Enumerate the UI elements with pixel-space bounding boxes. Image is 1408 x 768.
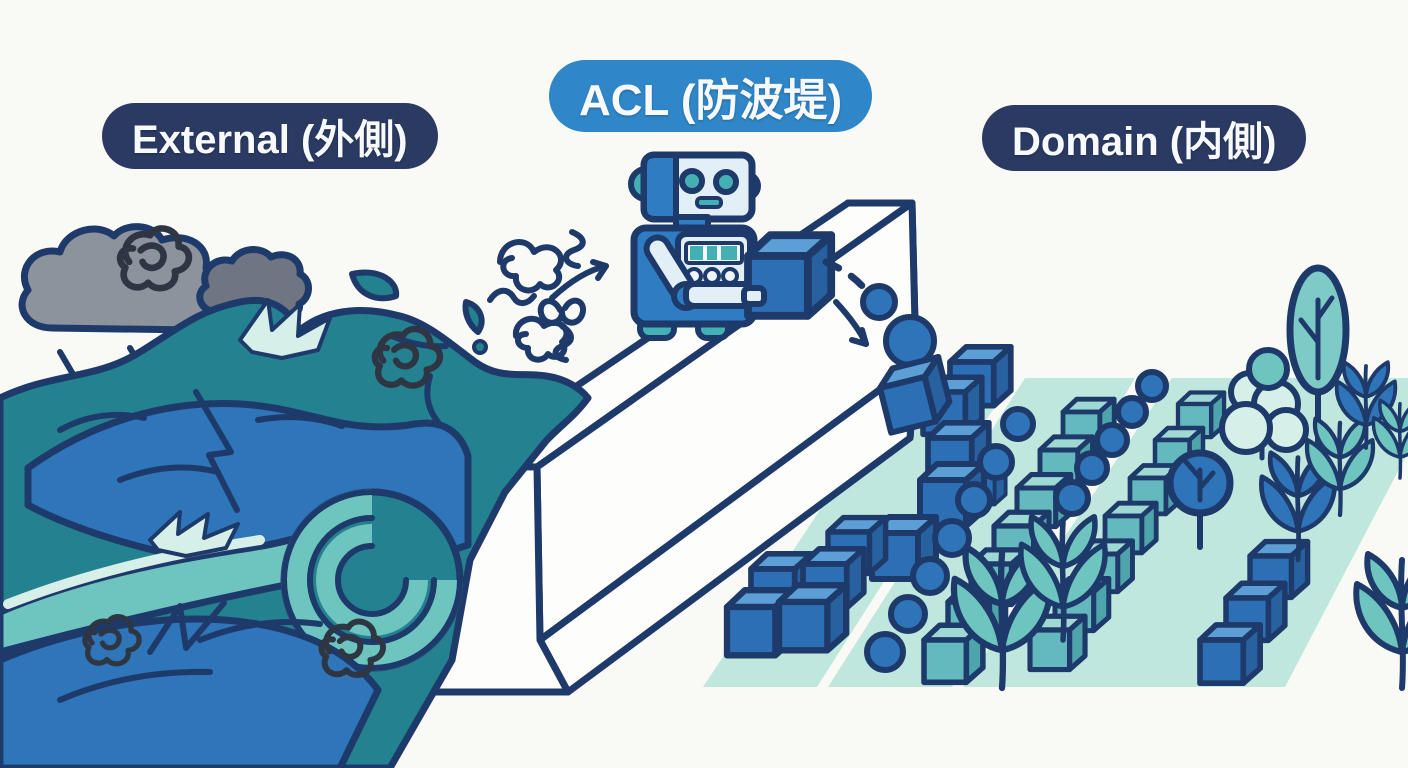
foam-crest-teeth: [238, 298, 332, 360]
field2-circles: [864, 406, 1036, 673]
raw-data-squiggles: [487, 229, 587, 363]
robot-head-side: [641, 152, 679, 222]
splash-droplets: [349, 269, 488, 355]
wave-detail-lines: [57, 333, 449, 703]
foam-zigzag: [148, 510, 240, 558]
domain-circle: [1135, 369, 1169, 403]
sprout-plant: [1356, 554, 1408, 688]
domain-flora: [954, 264, 1408, 688]
label-domain-text: Domain (内側): [1012, 120, 1277, 164]
domain-circle: [1000, 406, 1036, 442]
round-tree: [1166, 449, 1234, 550]
wave-zigzag: [147, 600, 227, 655]
label-domain: Domain (内側): [982, 105, 1307, 171]
robot-dot: [703, 267, 721, 285]
robot-eye-left: [679, 168, 705, 194]
domain-cube: [1200, 625, 1260, 683]
tree-top-ball: [1246, 347, 1290, 391]
robot-mouth: [695, 196, 723, 209]
domain-circle: [1115, 395, 1149, 429]
robot-eye-right: [713, 169, 739, 195]
falling-circle-small: [860, 283, 898, 321]
domain-circle: [1074, 450, 1110, 486]
robot-screen-cells: [690, 246, 737, 260]
arrow-into-robot: [549, 259, 609, 301]
label-acl-text: ACL (防波堤): [579, 76, 843, 125]
arrow-over-wall: [833, 299, 869, 347]
label-acl: ACL (防波堤): [549, 60, 873, 132]
domain-circle: [1094, 422, 1130, 458]
domain-circle: [910, 556, 950, 596]
domain-fields: [703, 264, 1408, 688]
label-external: External (外側): [102, 103, 438, 169]
robot-fingers: [741, 285, 767, 307]
rough-sea: [0, 269, 592, 768]
domain-cube: [779, 585, 846, 650]
robot-dot: [721, 267, 739, 285]
domain-circle: [888, 594, 928, 634]
lightning-over-sea: [193, 389, 240, 513]
domain-circle: [977, 443, 1015, 481]
drop-arc-dashed: [822, 258, 868, 292]
translator-robot: [628, 151, 831, 341]
domain-circle: [955, 481, 993, 519]
dropped-clean-data: [822, 258, 953, 433]
field3-circles: [1053, 369, 1169, 517]
domain-circle: [1053, 479, 1091, 517]
label-external-text: External (外側): [132, 118, 408, 162]
domain-circle: [864, 631, 906, 673]
domain-circle: [932, 518, 972, 558]
